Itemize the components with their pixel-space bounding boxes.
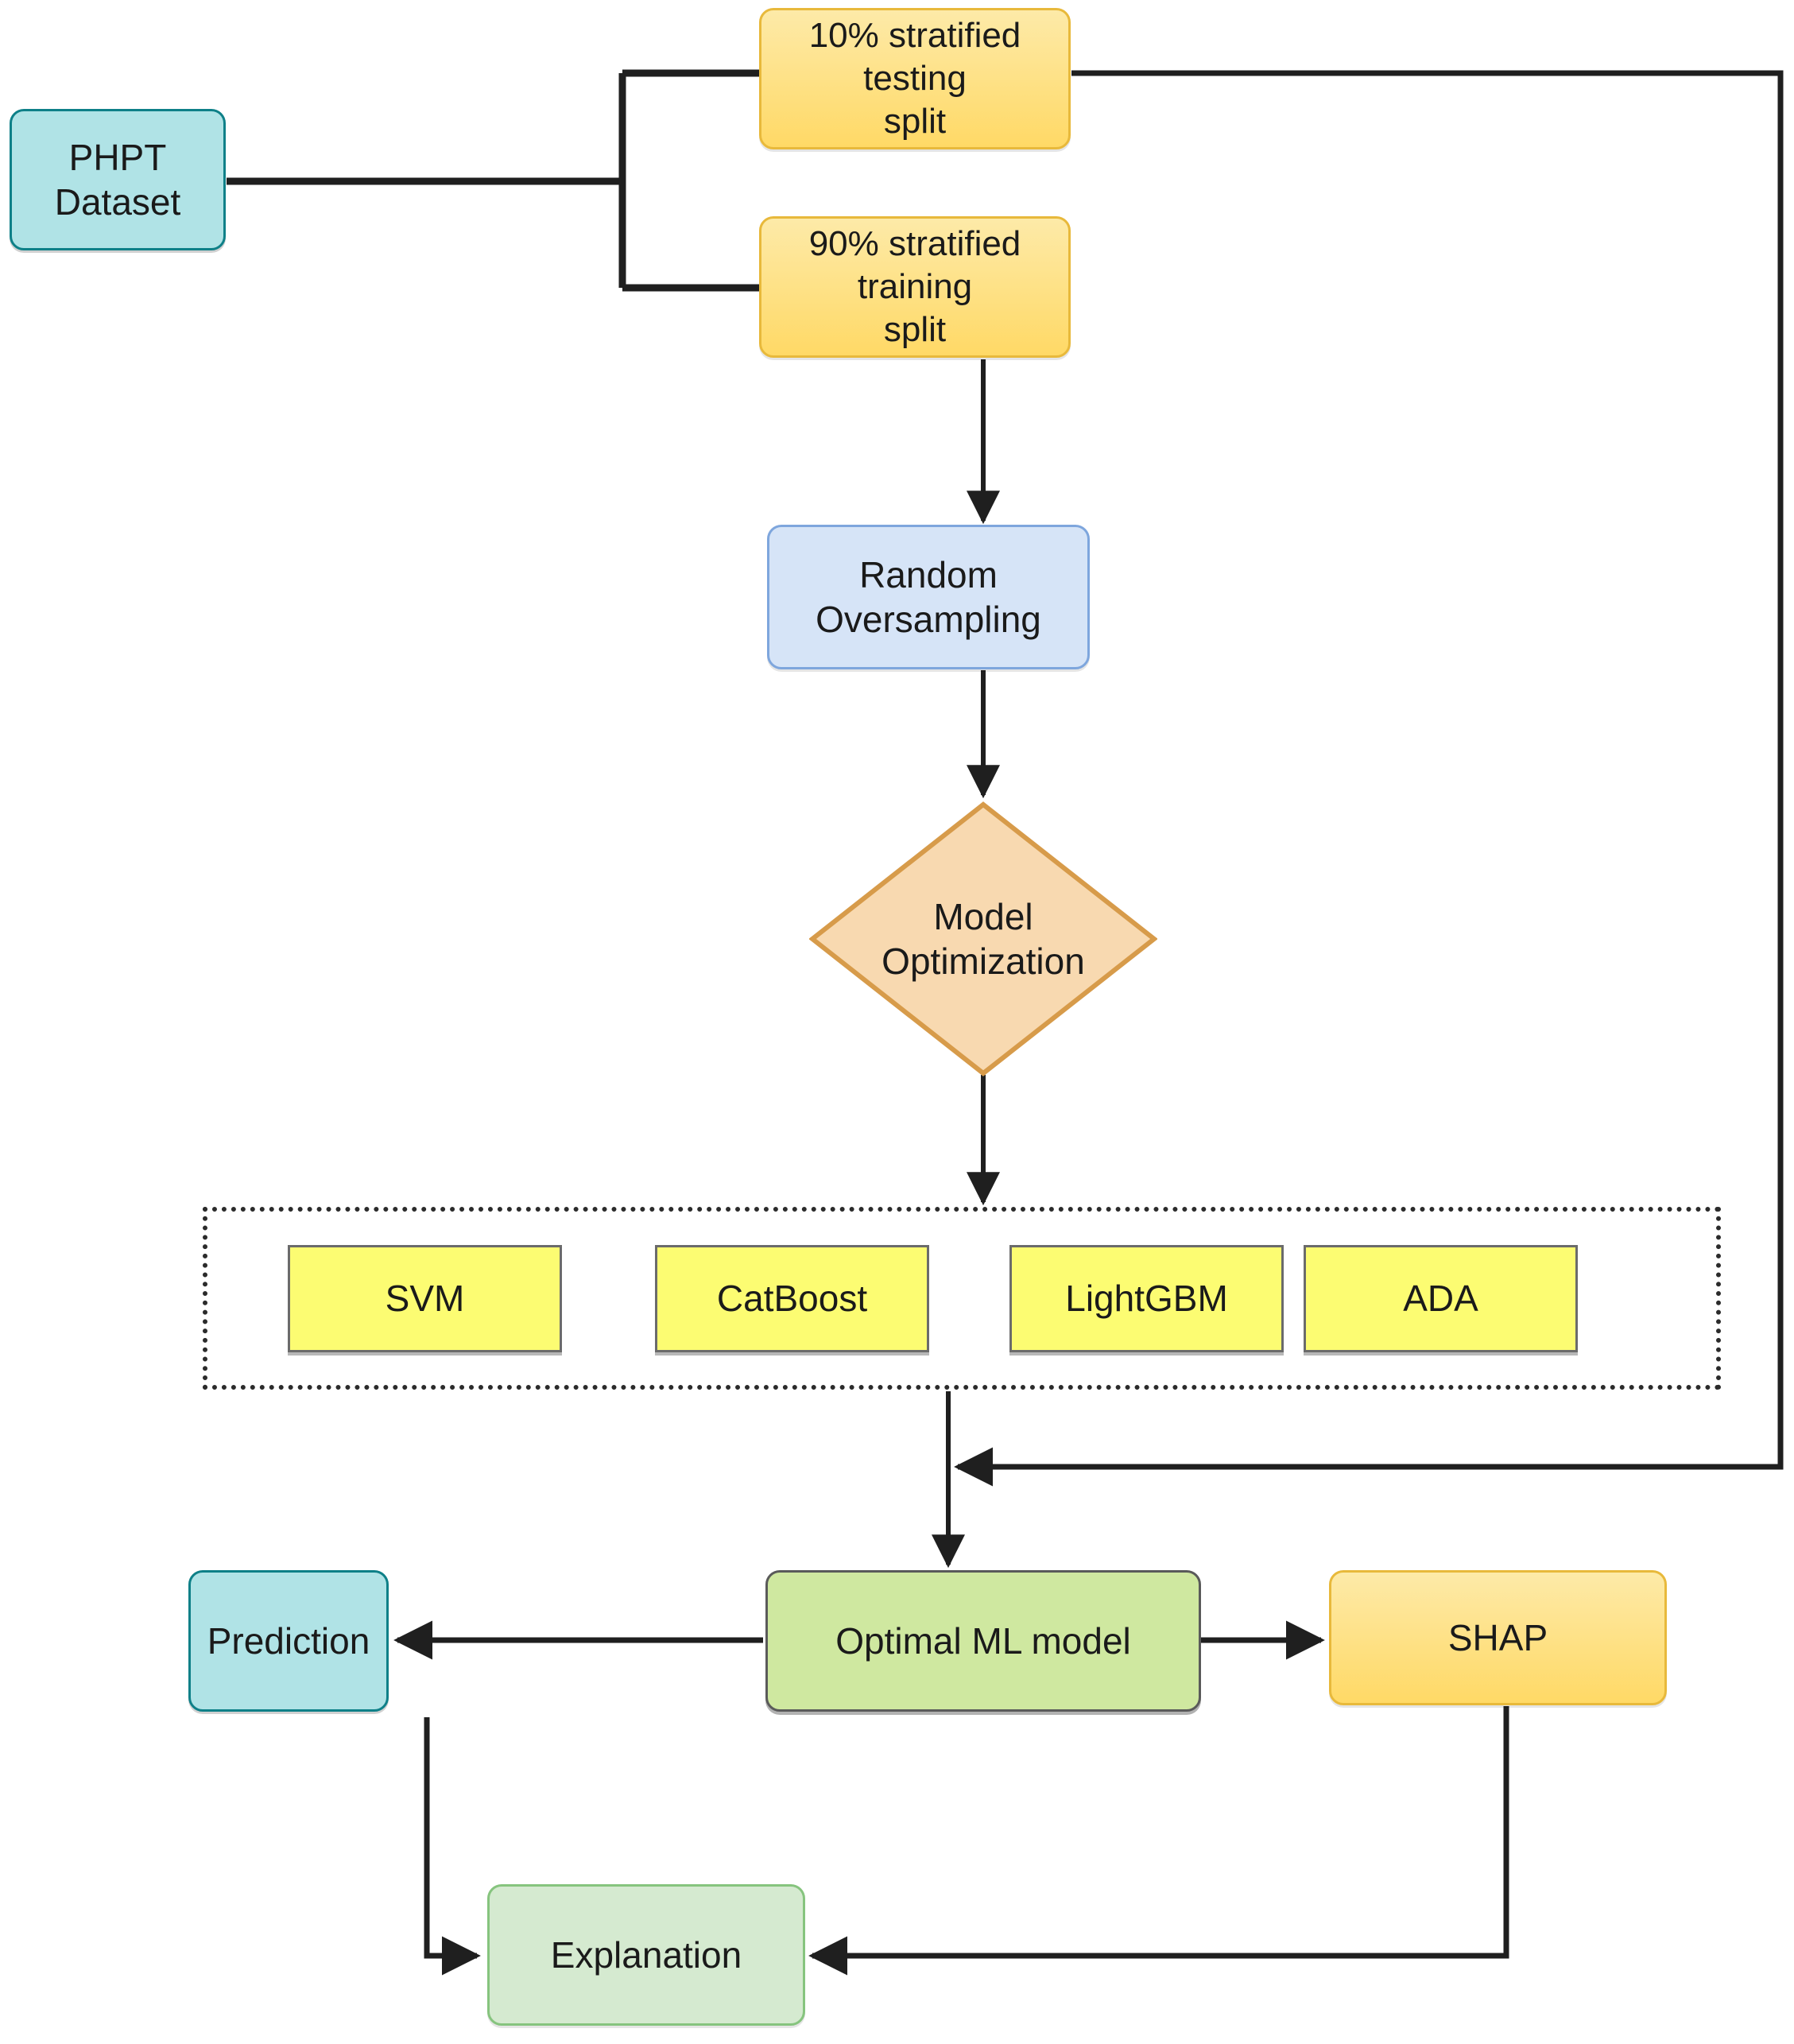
node-prediction[interactable]: Prediction [188,1570,389,1712]
node-explanation[interactable]: Explanation [487,1884,805,2026]
node-algorithm-ada[interactable]: ADA [1304,1245,1578,1352]
node-algorithm-svm[interactable]: SVM [288,1245,562,1352]
node-model-optimization[interactable]: Model Optimization [809,801,1157,1076]
edge-shap-to-explanation [808,1706,1509,1976]
node-model-optimization-label: Model Optimization [882,895,1085,982]
node-training-split-label: 90% stratified training split [808,224,1021,349]
node-explanation-label: Explanation [550,1933,742,1976]
node-shap[interactable]: SHAP [1329,1570,1667,1705]
node-prediction-label: Prediction [207,1619,370,1662]
node-algorithm-ada-label: ADA [1403,1278,1478,1320]
node-algorithm-lightgbm[interactable]: LightGBM [1009,1245,1284,1352]
node-optimal-ml-model[interactable]: Optimal ML model [765,1570,1201,1712]
node-random-oversampling[interactable]: Random Oversampling [767,525,1090,669]
node-testing-split[interactable]: 10% stratified testing split [759,8,1071,149]
node-algorithm-lightgbm-label: LightGBM [1065,1278,1228,1320]
node-algorithm-catboost[interactable]: CatBoost [655,1245,929,1352]
node-optimal-ml-model-label: Optimal ML model [835,1619,1131,1662]
node-testing-split-label: 10% stratified testing split [808,16,1021,141]
edge-prediction-to-explanation [424,1717,481,1976]
node-random-oversampling-label: Random Oversampling [816,553,1041,640]
node-shap-label: SHAP [1447,1616,1548,1658]
edge-dataset-to-splits [227,69,761,292]
node-algorithm-svm-label: SVM [385,1278,465,1320]
node-training-split[interactable]: 90% stratified training split [759,216,1071,358]
node-phpt-dataset[interactable]: PHPT Dataset [10,109,226,250]
node-algorithm-catboost-label: CatBoost [716,1278,868,1320]
node-phpt-dataset-label: PHPT Dataset [54,136,181,223]
